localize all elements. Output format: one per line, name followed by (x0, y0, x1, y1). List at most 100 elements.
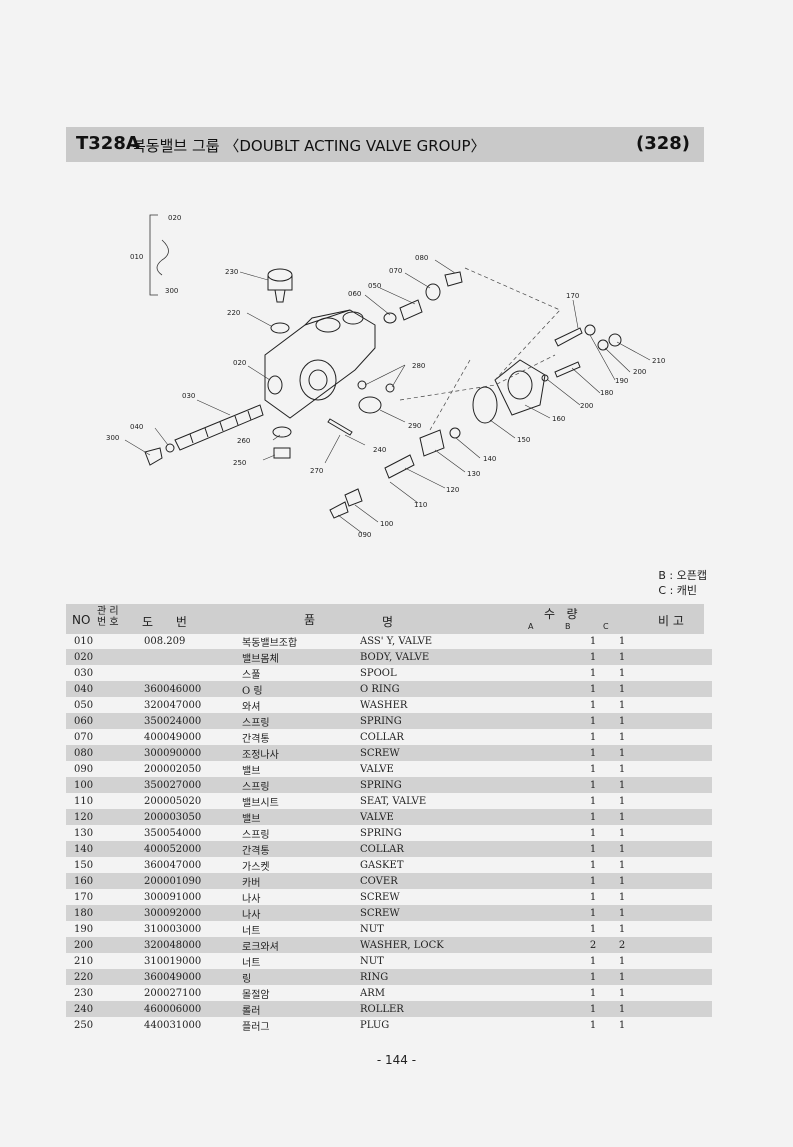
note (636, 1017, 712, 1033)
part-no: 240 (66, 1001, 144, 1017)
drawing-no: 360049000 (144, 969, 242, 985)
note (636, 889, 712, 905)
qty-b: 1 (578, 745, 608, 761)
drawing-no: 200005020 (144, 795, 202, 807)
name-english: VALVE (360, 763, 394, 775)
qty-a (558, 681, 578, 697)
name-english: SPRING (360, 777, 558, 793)
qty-c: 1 (608, 1001, 636, 1017)
qty-b: 1 (589, 859, 597, 871)
qty-b: 1 (589, 635, 597, 647)
part-no: 180 (66, 905, 144, 921)
qty-b: 1 (589, 923, 597, 935)
callout-label: 090 (358, 531, 371, 539)
part-no: 040 (66, 681, 144, 697)
drawing-no: 400049000 (144, 731, 202, 743)
legend-c: C : 캐빈 (658, 584, 698, 597)
name-korean: 너트 (242, 925, 261, 937)
drawing-no: 360046000 (144, 681, 242, 697)
callout-label: 200 (633, 368, 646, 376)
callout-label: 100 (380, 520, 393, 528)
name-korean: 밸브몸체 (242, 649, 360, 665)
name-english: O RING (360, 681, 558, 697)
note (636, 809, 712, 825)
callout-label: 150 (517, 436, 530, 444)
qty-c: 1 (608, 873, 636, 889)
drawing-no: 310003000 (144, 923, 202, 935)
qty-c: 1 (608, 969, 636, 985)
note (636, 921, 712, 937)
qty-a (558, 713, 578, 729)
callout-label: 170 (566, 292, 579, 300)
qty-a (558, 921, 578, 937)
callout-label: 190 (615, 377, 628, 385)
header-mgmt-bottom: 번 호 (97, 617, 119, 628)
qty-a (558, 825, 578, 841)
name-english: COLLAR (360, 841, 558, 857)
name-korean: 조정나사 (242, 745, 360, 761)
drawing-no: 008.209 (144, 635, 186, 647)
qty-b: 1 (578, 1001, 608, 1017)
header-drawing-no: 도 번 (142, 615, 187, 629)
part-no: 020 (66, 649, 144, 665)
name-english: NUT (360, 955, 384, 967)
note (636, 937, 712, 953)
callout-label: 260 (237, 437, 250, 445)
name-english: PLUG (360, 1019, 390, 1031)
drawing-no: 200003050 (144, 809, 242, 825)
qty-a (558, 745, 578, 761)
qty-a (558, 953, 578, 969)
qty-a (558, 777, 578, 793)
name-english: COVER (360, 873, 558, 889)
name-english: SCREW (360, 745, 558, 761)
qty-c: 1 (608, 777, 636, 793)
drawing-no: 320048000 (144, 937, 242, 953)
header-b: B (565, 622, 571, 631)
callout-label: 250 (233, 459, 246, 467)
qty-a (558, 873, 578, 889)
page-number: - 144 - (376, 1053, 417, 1067)
qty-c: 1 (608, 681, 636, 697)
name-english: SPOOL (360, 667, 397, 679)
qty-a (558, 697, 578, 713)
callout-label: 030 (182, 392, 195, 400)
callout-label: 140 (483, 455, 496, 463)
callout-label: 300 (165, 287, 178, 295)
part-no: 200 (66, 937, 144, 953)
part-no: 140 (66, 841, 144, 857)
qty-b: 1 (589, 699, 597, 711)
note (636, 1001, 712, 1017)
callout-label: 110 (414, 501, 427, 509)
qty-c: 1 (608, 745, 636, 761)
note (636, 713, 712, 729)
title-bar: T328A 복동밸브 그룹 〈DOUBLT ACTING VALVE GROUP… (66, 127, 704, 162)
name-korean: 스프링 (242, 713, 360, 729)
note (636, 985, 712, 1001)
part-no: 100 (66, 777, 144, 793)
part-no: 120 (66, 809, 144, 825)
part-no: 050 (74, 699, 94, 711)
name-english: SPRING (360, 713, 558, 729)
header-note: 비 고 (658, 614, 684, 628)
table-header: NO 관 리 번 호 도 번 품 명 수 량 A B C 비 고 (66, 604, 704, 634)
qty-c: 1 (618, 667, 626, 679)
part-no: 160 (66, 873, 144, 889)
legend: B : 오픈캡 C : 캐빈 (658, 568, 707, 598)
exploded-parts-diagram: 020 010 300 230 220 020 030 040 300 260 … (106, 214, 665, 539)
name-korean: 너트 (242, 957, 261, 969)
qty-b: 1 (589, 731, 597, 743)
callout-label: 130 (467, 470, 480, 478)
part-no: 150 (74, 859, 94, 871)
qty-c: 1 (618, 699, 626, 711)
qty-c: 1 (608, 649, 636, 665)
drawing-no: 350024000 (144, 713, 242, 729)
